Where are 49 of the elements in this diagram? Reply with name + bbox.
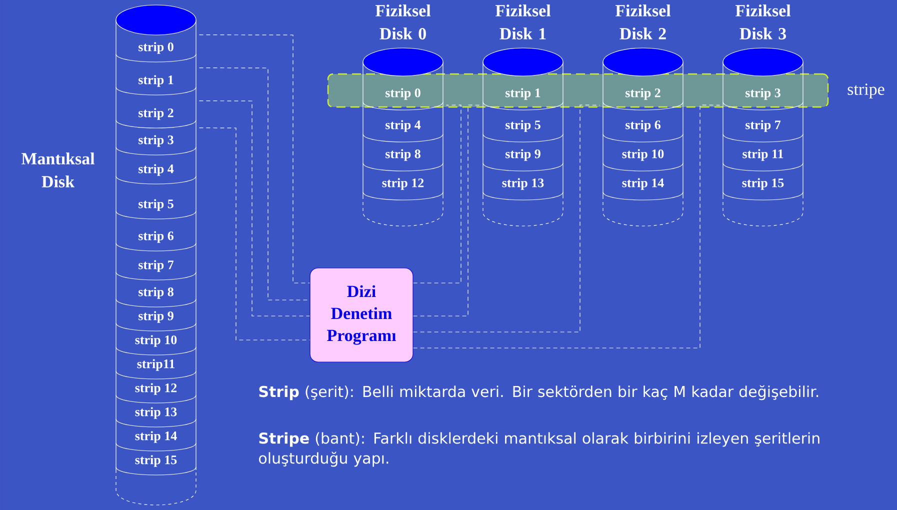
strip-segment: strip 13 — [116, 407, 196, 428]
strip-segment: strip 0 — [362, 88, 444, 110]
strip-segment: strip 10 — [116, 335, 196, 356]
strip-segment: strip 11 — [722, 149, 804, 172]
strip-segment: strip 8 — [362, 149, 444, 172]
strip-segment: strip 4 — [116, 164, 196, 184]
disk-label: Fiziksel Disk 1 — [495, 4, 551, 40]
controller-box: Dizi Denetim Programı — [310, 268, 414, 362]
strip-segment: strip 3 — [722, 88, 804, 110]
strip-segment: strip 13 — [482, 178, 564, 200]
connector-line — [198, 100, 310, 316]
strip-segment: strip 9 — [482, 149, 564, 172]
disk-label: Fiziksel Disk 3 — [735, 4, 791, 40]
strip-segment: strip 2 — [116, 108, 196, 128]
connector-line — [198, 34, 310, 284]
disk-label: Fiziksel Disk 0 — [375, 4, 431, 40]
strip-segment: strip 1 — [116, 75, 196, 96]
strip-segment: strip 6 — [602, 120, 684, 142]
strip-segment: strip 10 — [602, 149, 684, 172]
strip-segment: strip 5 — [116, 199, 196, 220]
description-text: Stripe (bant): Farklı disklerdeki mantıksal olarak birbirini izleyen şeritlerin oluşturduğu yapı. — [259, 432, 820, 467]
strip-segment: strip 3 — [116, 135, 196, 156]
strip-segment: strip 5 — [482, 120, 564, 142]
disk-label: Mantıksal Disk — [21, 152, 95, 188]
strip-segment: strip 12 — [362, 178, 444, 200]
description-text: Strip (şerit): Belli miktarda veri. Bir sektörden bir kaç M kadar değişebilir. — [259, 385, 818, 400]
connector-line — [198, 128, 310, 340]
connector-line — [413, 104, 480, 316]
strip-segment: strip 8 — [116, 287, 196, 308]
strip-segment: strip 12 — [116, 383, 196, 404]
strip-segment: strip 2 — [602, 88, 684, 110]
disk-label: Fiziksel Disk 2 — [615, 4, 671, 40]
stripe-label: stripe — [848, 84, 884, 98]
strip-segment: strip 15 — [116, 455, 196, 476]
strip-segment: strip11 — [116, 359, 196, 380]
strip-segment: strip 7 — [722, 120, 804, 142]
connector-line — [413, 104, 720, 348]
connector-line — [198, 68, 310, 300]
connector-line — [413, 104, 462, 284]
strip-segment: strip 1 — [482, 88, 564, 110]
strip-segment: strip 4 — [362, 120, 444, 142]
strip-segment: strip 14 — [602, 178, 684, 200]
connector-line — [413, 104, 600, 332]
strip-segment: strip 6 — [116, 231, 196, 252]
strip-segment: strip 9 — [116, 311, 196, 332]
strip-segment: strip 7 — [116, 260, 196, 280]
strip-segment: strip 0 — [116, 42, 196, 62]
strip-segment: strip 15 — [722, 178, 804, 200]
strip-segment: strip 14 — [116, 431, 196, 452]
